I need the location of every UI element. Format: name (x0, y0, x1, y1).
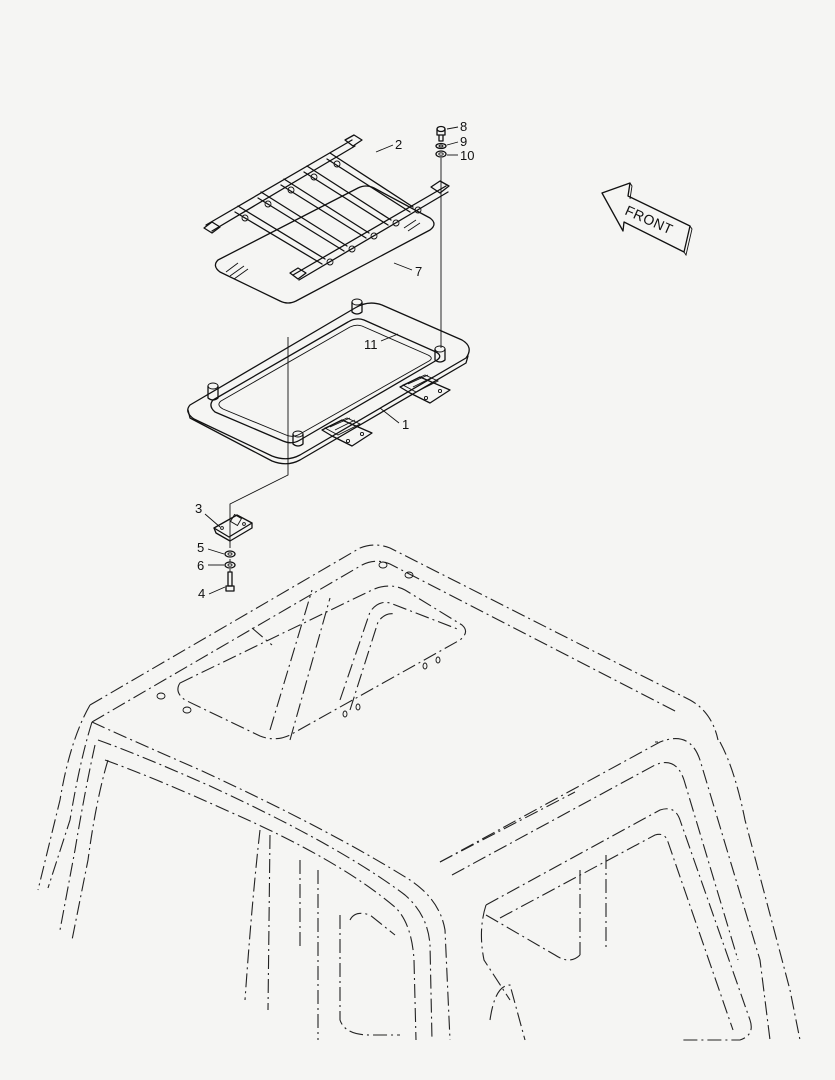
callout-5-label: 5 (197, 540, 204, 555)
hinge (321, 417, 373, 447)
callout-8: 8 (446, 119, 467, 134)
front-label: FRONT (623, 202, 676, 237)
callout-7: 7 (393, 262, 422, 279)
bolt-8 (436, 125, 446, 142)
washer-10 (435, 150, 447, 158)
callout-5: 5 (197, 540, 225, 555)
callout-9: 9 (446, 134, 467, 149)
callout-8-label: 8 (460, 119, 467, 134)
callout-6: 6 (197, 558, 224, 573)
callout-6-label: 6 (197, 558, 204, 573)
part-3-bracket (213, 513, 253, 542)
callout-1: 1 (379, 407, 409, 432)
callout-7-label: 7 (415, 264, 422, 279)
callout-1-label: 1 (402, 417, 409, 432)
frame-post (351, 298, 363, 315)
frame-post (434, 345, 446, 363)
callout-11-label: 11 (364, 337, 378, 352)
part-1-hatch-frame (187, 298, 470, 465)
callout-9-label: 9 (460, 134, 467, 149)
part-7-glass-panel (214, 185, 435, 304)
washer-6 (224, 561, 236, 569)
callout-11: 11 (364, 333, 399, 352)
washer-9 (435, 142, 447, 150)
front-direction-arrow: FRONT (601, 182, 693, 257)
callout-2-label: 2 (395, 137, 402, 152)
callout-4: 4 (198, 586, 226, 601)
callout-3: 3 (195, 501, 221, 528)
bolt-4 (225, 571, 235, 592)
cab-roof-outline (37, 544, 801, 1041)
frame-post (292, 430, 304, 447)
callout-3-label: 3 (195, 501, 202, 516)
assembly-line (229, 158, 442, 572)
callout-2: 2 (375, 137, 402, 153)
frame-post (207, 382, 219, 401)
callout-4-label: 4 (198, 586, 205, 601)
callout-10-label: 10 (460, 148, 474, 163)
hinge (399, 374, 451, 404)
callout-10: 10 (447, 148, 474, 163)
part-2-guard-grille (203, 134, 450, 281)
nut-5 (224, 550, 236, 558)
